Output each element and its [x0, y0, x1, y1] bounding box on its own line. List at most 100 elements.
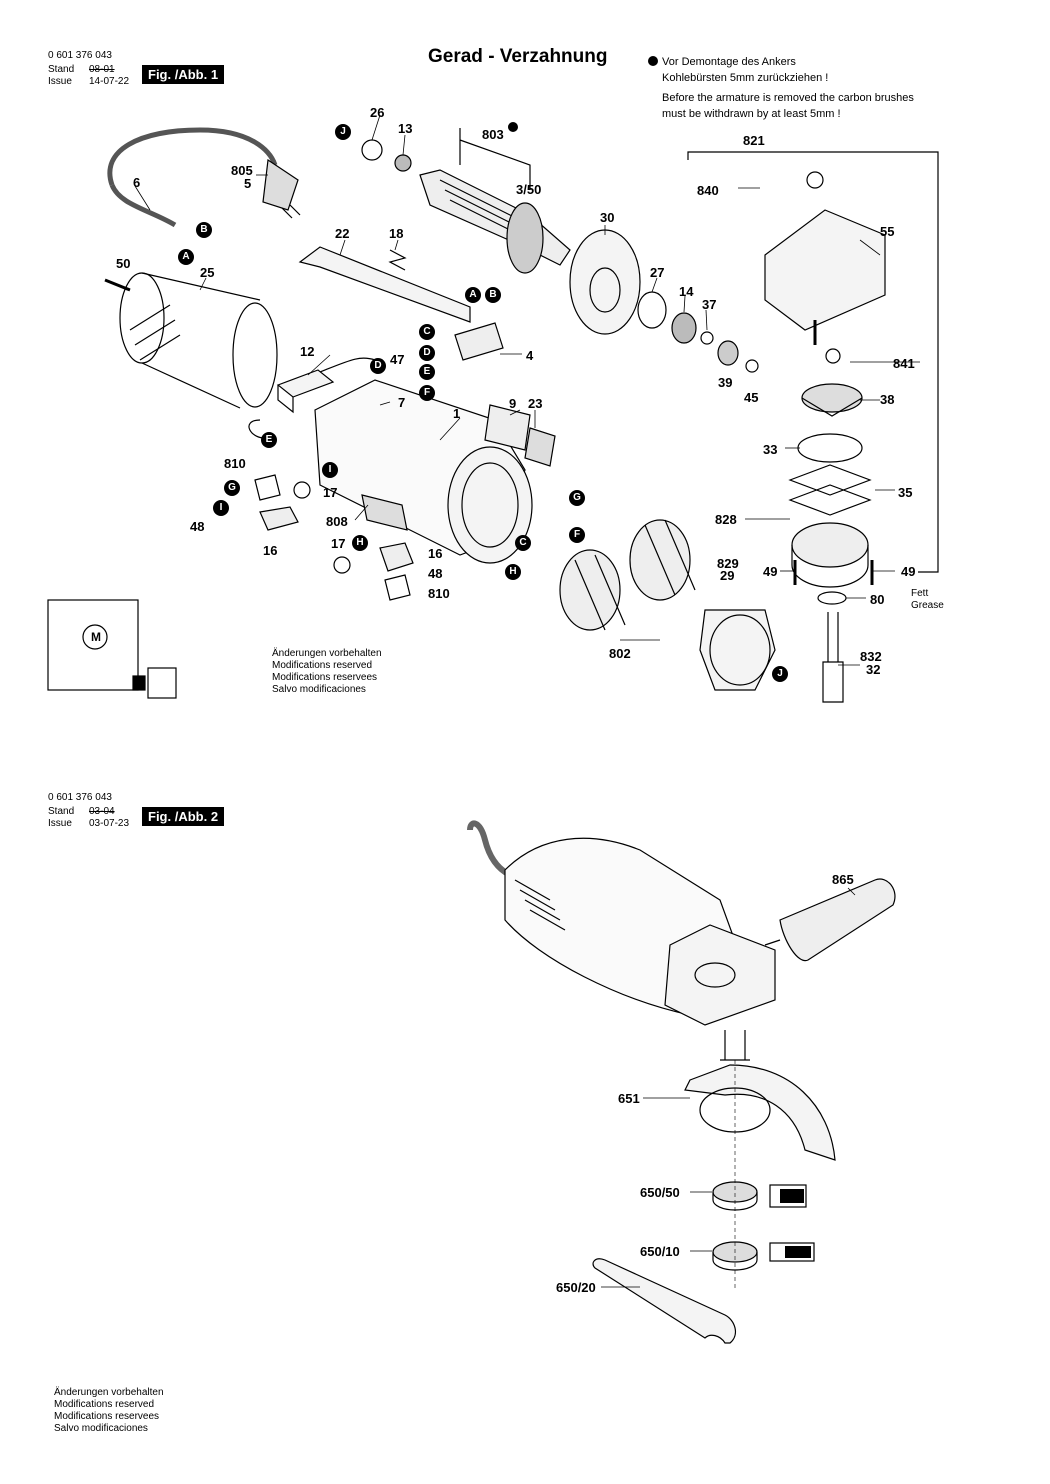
- spindle-fig2: [724, 1030, 746, 1060]
- callout-e: E: [419, 364, 435, 380]
- label-821: 821: [743, 133, 765, 148]
- disclaimer2-de: Änderungen vorbehalten: [54, 1387, 164, 1398]
- label-6: 6: [133, 175, 141, 190]
- callout-h2: H: [505, 564, 521, 580]
- label-865: 865: [832, 872, 854, 887]
- label-7: 7: [398, 395, 406, 410]
- fig2-issue-label: Issue: [48, 818, 72, 829]
- plate-35b: [788, 484, 872, 516]
- bearing-14: [671, 312, 697, 344]
- fig1-title: Gerad - Verzahnung: [428, 46, 608, 67]
- flange-828: [791, 522, 869, 568]
- ring-80: [817, 591, 847, 605]
- gear-head-fig2: [664, 924, 776, 1026]
- plate-35a: [788, 464, 872, 496]
- label-16a: 16: [263, 543, 278, 558]
- power-plug: [262, 158, 299, 211]
- label-27: 27: [650, 265, 665, 280]
- spanner-650-20: [592, 1258, 737, 1344]
- label-48b: 48: [428, 566, 443, 581]
- brush-810b: [384, 574, 411, 601]
- fig1-issue-label: Issue: [48, 76, 72, 87]
- motor-symbol-m: M: [91, 630, 101, 644]
- side-handle-865: [779, 878, 896, 962]
- armature: [419, 169, 571, 266]
- label-5: 5: [244, 176, 252, 191]
- brush-810a: [254, 474, 281, 501]
- label-47: 47: [390, 352, 405, 367]
- nut-650-10: [712, 1241, 758, 1263]
- callout-j2: J: [772, 666, 788, 682]
- brush-holder-4: [454, 322, 504, 361]
- label-650-50: 650/50: [640, 1185, 680, 1200]
- brush-holder-16a: [259, 506, 299, 531]
- callout-h: H: [352, 535, 368, 551]
- label-840: 840: [697, 183, 719, 198]
- label-9: 9: [509, 396, 517, 411]
- disclaimer-fr: Modifications reservees: [272, 672, 378, 683]
- spring-17b: [333, 556, 351, 574]
- label-18: 18: [389, 226, 404, 241]
- disclaimer-es: Salvo modificaciones: [272, 684, 366, 695]
- disclaimer2-en: Modifications reserved: [54, 1399, 155, 1410]
- label-45: 45: [744, 390, 759, 405]
- wheel-guard-651: [684, 1064, 836, 1161]
- label-12: 12: [300, 344, 315, 359]
- label-17a: 17: [323, 485, 338, 500]
- nut-45: [745, 359, 759, 373]
- fig2-badge: Fig. /Abb. 2: [142, 807, 225, 826]
- capacitor-12: [276, 369, 335, 398]
- callout-f: F: [419, 385, 435, 401]
- label-651: 651: [618, 1091, 640, 1106]
- label-810a: 810: [224, 456, 246, 471]
- label-16b: 16: [428, 546, 443, 561]
- callout-a2: A: [465, 287, 481, 303]
- callout-f2: F: [569, 527, 585, 543]
- label-33: 33: [763, 442, 778, 457]
- label-829: 829: [717, 556, 739, 571]
- label-80: 80: [870, 592, 885, 607]
- label-26: 26: [370, 105, 385, 120]
- label-22: 22: [335, 226, 350, 241]
- label-832: 832: [860, 649, 882, 664]
- callout-i: I: [322, 462, 338, 478]
- fig1-stand-label: Stand: [48, 64, 75, 75]
- note-en-1: Before the armature is removed the carbo…: [662, 92, 914, 104]
- label-30: 30: [600, 210, 615, 225]
- fig1-issue-value: 14-07-22: [89, 76, 130, 87]
- label-55: 55: [880, 224, 895, 239]
- bearing-13: [394, 154, 412, 172]
- brush-holder-16b: [379, 542, 414, 572]
- label-805: 805: [231, 163, 253, 178]
- label-13: 13: [398, 121, 413, 136]
- flange-650-50: [712, 1181, 758, 1203]
- grinder-body: [504, 837, 741, 1016]
- field-coil-802a: [559, 549, 621, 631]
- label-4: 4: [526, 348, 534, 363]
- label-38: 38: [880, 392, 895, 407]
- switch-23: [524, 427, 556, 467]
- note-de-1: Vor Demontage des Ankers: [662, 56, 796, 68]
- warning-dot: [508, 122, 518, 132]
- callout-d2: D: [370, 358, 386, 374]
- callout-d: D: [419, 345, 435, 361]
- fig2-part-number: 0 601 376 043: [48, 792, 112, 803]
- screw-50: [104, 278, 131, 292]
- label-35: 35: [898, 485, 913, 500]
- note-de-2: Kohlebürsten 5mm zurückziehen !: [662, 72, 829, 84]
- disclaimer2-fr: Modifications reservees: [54, 1411, 160, 1422]
- label-48a: 48: [190, 519, 205, 534]
- label-29: 29: [720, 568, 735, 583]
- fig1-disclaimer: Änderungen vorbehalten Modifications res…: [272, 648, 382, 696]
- gear-housing-840: [764, 209, 886, 331]
- disclaimer2-es: Salvo modificaciones: [54, 1423, 148, 1434]
- callout-g: G: [224, 480, 240, 496]
- label-25: 25: [200, 265, 215, 280]
- label-17b: 17: [331, 536, 346, 551]
- symbol-650-50: [769, 1184, 807, 1208]
- callout-c: C: [419, 324, 435, 340]
- fig2-disclaimer: Änderungen vorbehalten Modifications res…: [54, 1387, 164, 1435]
- fig1-exploded-view: [47, 114, 939, 703]
- label-3-50: 3/50: [516, 182, 542, 197]
- fan-30: [569, 229, 641, 335]
